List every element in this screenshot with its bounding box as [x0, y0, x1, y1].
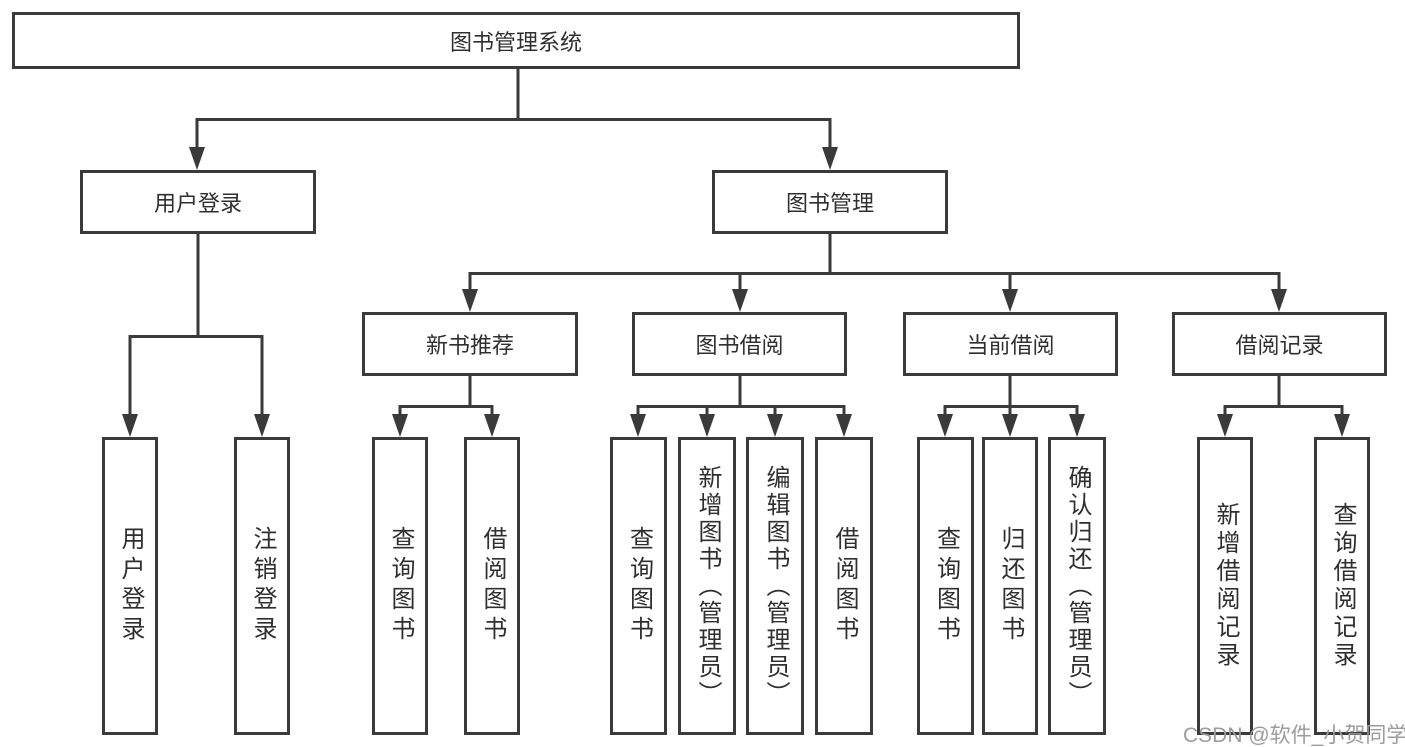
arrow-icon [1271, 289, 1287, 312]
arrow-icon [1069, 414, 1085, 437]
arrow-icon [484, 414, 500, 437]
leaf-edit-books-admin: 编辑图书（管理员） [746, 437, 804, 735]
arrow-icon [1334, 414, 1350, 437]
arrowheads [122, 147, 1350, 437]
arrow-icon [462, 289, 478, 312]
arrow-icon [767, 414, 783, 437]
arrow-icon [1217, 414, 1233, 437]
leaf-query-books: 查询图书 [372, 437, 428, 735]
arrow-icon [630, 414, 646, 437]
edge-current-borrow [943, 376, 1079, 415]
arrow-icon [822, 147, 838, 170]
arrow-icon [937, 414, 953, 437]
arrow-icon [1002, 289, 1018, 312]
edge-borrow-records [1223, 376, 1344, 415]
node-current-borrowing: 当前借阅 [903, 312, 1118, 376]
leaf-add-borrow-record: 新增借阅记录 [1197, 437, 1253, 735]
leaf-query-books: 查询图书 [917, 437, 974, 735]
node-book-management: 图书管理 [712, 170, 948, 234]
node-new-book-recommend: 新书推荐 [362, 312, 578, 376]
arrow-icon [836, 414, 852, 437]
leaf-user-login: 用户登录 [102, 437, 158, 735]
arrow-icon [732, 289, 748, 312]
edge-user-login [128, 234, 264, 415]
arrow-icon [189, 147, 205, 170]
node-library-management-system: 图书管理系统 [12, 12, 1020, 69]
edge-book-mgmt [468, 234, 1281, 290]
arrow-icon [392, 414, 408, 437]
leaf-query-borrow-record: 查询借阅记录 [1314, 437, 1370, 735]
edge-book-borrow [636, 376, 846, 415]
csdn-watermark: CSDN @软件_小贺同学 [1183, 724, 1405, 747]
leaf-return-books: 归还图书 [982, 437, 1038, 735]
node-book-borrowing: 图书借阅 [632, 312, 847, 376]
arrow-icon [699, 414, 715, 437]
node-borrowing-records: 借阅记录 [1172, 312, 1387, 376]
edge-new-book [398, 376, 494, 415]
arrow-icon [254, 414, 270, 437]
node-user-login: 用户登录 [80, 170, 316, 234]
leaf-borrow-books: 借阅图书 [815, 437, 873, 735]
leaf-logout: 注销登录 [234, 437, 290, 735]
leaf-borrow-books: 借阅图书 [464, 437, 520, 735]
leaf-add-books-admin: 新增图书（管理员） [678, 437, 736, 735]
arrow-icon [1002, 414, 1018, 437]
leaf-confirm-return-admin: 确认归还（管理员） [1048, 437, 1106, 735]
arrow-icon [122, 414, 138, 437]
edge-root [195, 68, 832, 149]
leaf-query-books: 查询图书 [610, 437, 667, 735]
